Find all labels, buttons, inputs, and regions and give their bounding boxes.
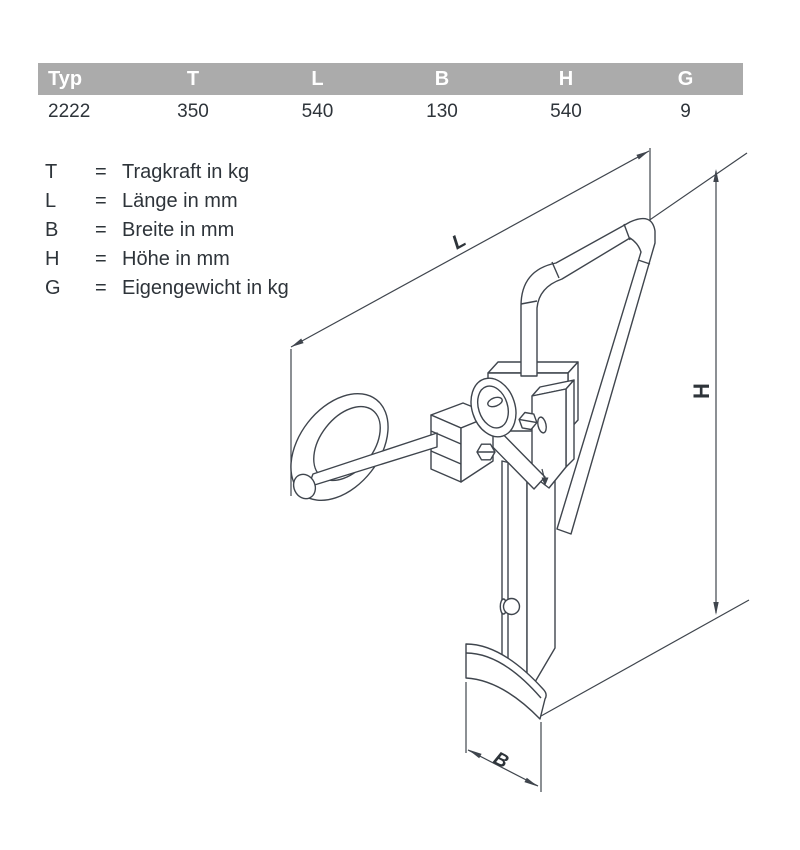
width-dimension-label: B [490, 748, 512, 773]
support-jack-part [290, 217, 656, 720]
spec-table: Typ T L B H G 2222 350 540 130 540 9 [38, 63, 743, 129]
h-extension-bottom [540, 599, 750, 717]
square-tube-right-face [526, 460, 556, 683]
h-arrowhead-top [713, 169, 719, 182]
tube-bend-mark [551, 261, 560, 279]
legend-description: Tragkraft in kg [122, 161, 250, 183]
wedge-pointer [541, 468, 549, 486]
header-cell-h: H [558, 67, 574, 90]
legend-row-h: H = Höhe in mm [45, 245, 289, 274]
legend-symbol: H [45, 248, 60, 270]
legend-description: Breite in mm [122, 219, 235, 241]
legend-symbol: T [45, 161, 58, 183]
legend-equals: = [95, 161, 107, 183]
spec-table-value-row: 2222 350 540 130 540 9 [38, 95, 743, 129]
value-cell-h: 540 [550, 101, 582, 122]
b-arrowhead-right [524, 777, 538, 787]
foot-plate-outline [465, 643, 547, 720]
legend-description: Eigengewicht in kg [122, 277, 289, 299]
legend-symbol: L [45, 190, 57, 212]
clamp-front-plate [531, 379, 575, 489]
legend-row-b: B = Breite in mm [45, 216, 289, 245]
legend-description: Höhe in mm [122, 248, 230, 270]
clamp-ring-lever [470, 377, 517, 438]
wedge-pointer-arrowhead [541, 477, 549, 486]
legend-row-t: T = Tragkraft in kg [45, 158, 289, 187]
front-plate-front-face [531, 388, 567, 489]
dimension-lines [290, 148, 750, 792]
handle-tube [520, 217, 656, 535]
l-arrowhead-left [291, 338, 304, 347]
header-cell-t: T [186, 67, 200, 90]
bolt-shaft [537, 416, 547, 434]
legend-equals: = [95, 219, 107, 241]
header-cell-typ: Typ [48, 67, 83, 90]
height-dimension-label: H [689, 383, 714, 399]
header-cell-g: G [677, 67, 694, 90]
value-cell-typ: 2222 [48, 101, 91, 122]
h-arrowhead-bottom [713, 602, 719, 615]
front-plate-right-face [565, 379, 575, 468]
b-arrowhead-left [468, 749, 482, 759]
value-cell-g: 9 [680, 101, 691, 122]
wedge-pointer-line [541, 468, 545, 478]
eye-rod [292, 432, 438, 500]
legend-equals: = [95, 248, 107, 270]
legend-equals: = [95, 190, 107, 212]
abbreviation-legend: T = Tragkraft in kg L = Länge in mm B = … [45, 158, 289, 303]
dimension-width [465, 682, 542, 792]
legend-row-g: G = Eigengewicht in kg [45, 274, 289, 303]
eye-rod-end-cap [292, 473, 317, 500]
legend-description: Länge in mm [122, 190, 238, 212]
tube-bolt [499, 597, 521, 616]
spec-table-header-row: Typ T L B H G [38, 63, 743, 95]
legend-row-l: L = Länge in mm [45, 187, 289, 216]
tube-bend-mark [520, 300, 538, 305]
foot-plate [465, 643, 547, 720]
square-tube-left-face [501, 460, 528, 677]
header-cell-b: B [434, 67, 450, 90]
value-cell-b: 130 [426, 101, 458, 122]
foot-plate-edge-line [465, 652, 542, 699]
legend-equals: = [95, 277, 107, 299]
square-tube [501, 460, 556, 683]
value-cell-t: 350 [177, 101, 209, 122]
l-dimension-line [290, 150, 650, 348]
ring-lever-slot [487, 396, 503, 408]
handle-tube-outline [520, 217, 656, 535]
header-cell-l: L [311, 67, 324, 90]
legend-symbol: G [45, 277, 61, 299]
tube-bend-mark [623, 223, 631, 241]
value-cell-l: 540 [301, 101, 334, 122]
tube-bolt-head [502, 597, 521, 616]
hex-bolt-facet [518, 418, 538, 424]
legend-symbol: B [45, 219, 59, 241]
l-arrowhead-right [636, 151, 649, 160]
tube-bend-mark [637, 259, 651, 265]
clamp-bolts [476, 411, 547, 461]
